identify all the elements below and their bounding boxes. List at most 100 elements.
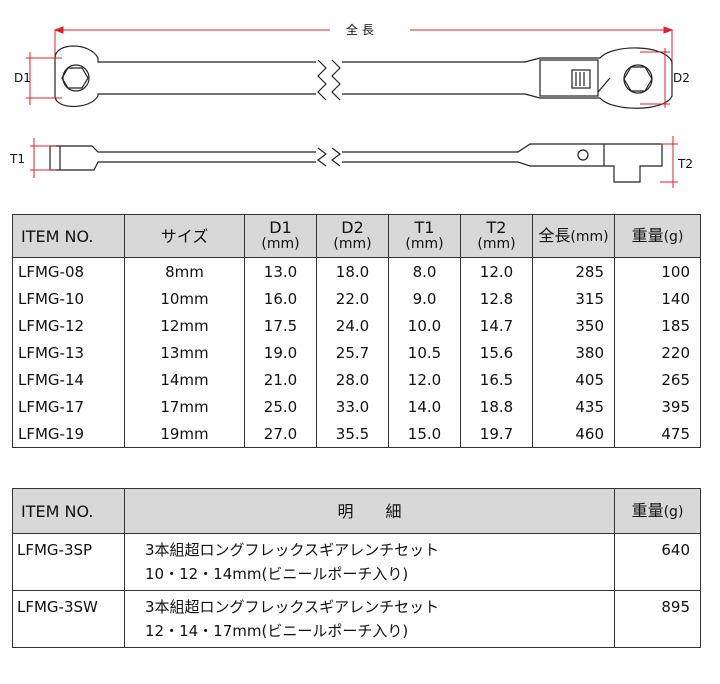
set-table: ITEM NO. 明 細 重量(g) LFMG-3SP 3本組超ロングフレックス… xyxy=(12,488,701,648)
cell-size: 13mm xyxy=(124,339,245,366)
cell-d1: 19.0 xyxy=(244,339,317,366)
d2-dimension xyxy=(640,48,670,108)
cell-t1: 14.0 xyxy=(388,393,461,420)
cell-size: 19mm xyxy=(124,420,245,448)
spec-table: ITEM NO. サイズ D1(mm) D2(mm) T1(mm) T2(mm)… xyxy=(12,214,701,448)
col-d2-label: D2 xyxy=(341,218,364,237)
set-header-row: ITEM NO. 明 細 重量(g) xyxy=(12,488,701,534)
cell-length: 350 xyxy=(532,312,615,339)
cell-size: 17mm xyxy=(124,393,245,420)
wrench-side-view xyxy=(49,143,663,183)
cell-d2: 22.0 xyxy=(316,285,389,312)
cell-weight: 185 xyxy=(614,312,701,339)
length-dimension xyxy=(53,26,674,62)
col-d2: D2(mm) xyxy=(316,214,389,258)
col-length-label: 全長 xyxy=(538,225,571,245)
t2-label: T2 xyxy=(677,157,693,171)
wrench-diagram: 全 長 D1 D2 xyxy=(9,22,693,188)
col-t1: T1(mm) xyxy=(388,214,461,258)
cell-size: 14mm xyxy=(124,366,245,393)
cell-t1: 12.0 xyxy=(388,366,461,393)
cell-t1: 10.0 xyxy=(388,312,461,339)
cell-d2: 18.0 xyxy=(316,257,389,285)
col-detail: 明 細 xyxy=(124,488,615,534)
cell-t2: 16.5 xyxy=(460,366,533,393)
cell-weight: 395 xyxy=(614,393,701,420)
cell-d2: 28.0 xyxy=(316,366,389,393)
col-t2: T2(mm) xyxy=(460,214,533,258)
col-t1-unit: (mm) xyxy=(405,236,444,252)
detail-line-2: 12・14・17mm(ビニールポーチ入り) xyxy=(145,622,409,640)
cell-t2: 14.7 xyxy=(460,312,533,339)
cell-t2: 12.0 xyxy=(460,257,533,285)
length-label: 全 長 xyxy=(346,22,374,37)
cell-size: 10mm xyxy=(124,285,245,312)
cell-length: 435 xyxy=(532,393,615,420)
cell-length: 315 xyxy=(532,285,615,312)
col-weight-unit: (g) xyxy=(663,228,684,245)
cell-weight: 475 xyxy=(614,420,701,448)
col-d1: D1(mm) xyxy=(244,214,317,258)
cell-weight: 140 xyxy=(614,285,701,312)
col-t2-label: T2 xyxy=(486,218,507,237)
cell-weight: 220 xyxy=(614,339,701,366)
wrench-top-view xyxy=(54,45,673,109)
detail-line-1: 3本組超ロングフレックスギアレンチセット xyxy=(145,598,440,616)
col-item-no: ITEM NO. xyxy=(12,488,125,534)
cell-item: LFMG-08 xyxy=(12,257,125,285)
col-weight: 重量(g) xyxy=(614,488,701,534)
col-weight-label: 重量 xyxy=(631,225,664,245)
detail-line-2: 10・12・14mm(ビニールポーチ入り) xyxy=(145,565,409,583)
cell-t1: 10.5 xyxy=(388,339,461,366)
cell-size: 8mm xyxy=(124,257,245,285)
cell-d2: 25.7 xyxy=(316,339,389,366)
cell-detail: 3本組超ロングフレックスギアレンチセット 12・14・17mm(ビニールポーチ入り… xyxy=(124,590,615,648)
col-t1-label: T1 xyxy=(414,218,435,237)
spec-header-row: ITEM NO. サイズ D1(mm) D2(mm) T1(mm) T2(mm)… xyxy=(12,214,701,258)
cell-weight: 640 xyxy=(614,533,701,591)
cell-t2: 12.8 xyxy=(460,285,533,312)
t1-label: T1 xyxy=(9,152,25,166)
col-weight-label: 重量 xyxy=(631,500,664,520)
cell-size: 12mm xyxy=(124,312,245,339)
cell-length: 460 xyxy=(532,420,615,448)
col-size: サイズ xyxy=(124,214,245,258)
cell-weight: 100 xyxy=(614,257,701,285)
col-weight-unit: (g) xyxy=(663,503,684,520)
col-item-no: ITEM NO. xyxy=(12,214,125,258)
cell-d1: 21.0 xyxy=(244,366,317,393)
cell-length: 380 xyxy=(532,339,615,366)
col-length: 全長(mm) xyxy=(532,214,615,258)
col-d2-unit: (mm) xyxy=(333,236,372,252)
col-t2-unit: (mm) xyxy=(477,236,516,252)
cell-item: LFMG-14 xyxy=(12,366,125,393)
cell-t1: 8.0 xyxy=(388,257,461,285)
break-mark-side xyxy=(316,144,342,170)
cell-item: LFMG-10 xyxy=(12,285,125,312)
d1-dimension xyxy=(26,52,62,105)
cell-t2: 19.7 xyxy=(460,420,533,448)
cell-d1: 27.0 xyxy=(244,420,317,448)
t2-dimension xyxy=(660,136,678,188)
cell-length: 405 xyxy=(532,366,615,393)
cell-item: LFMG-12 xyxy=(12,312,125,339)
cell-length: 285 xyxy=(532,257,615,285)
d1-label: D1 xyxy=(14,71,31,85)
d2-label: D2 xyxy=(673,71,690,85)
break-mark-top xyxy=(316,56,342,101)
t1-dimension xyxy=(30,138,56,178)
cell-t1: 9.0 xyxy=(388,285,461,312)
cell-item: LFMG-17 xyxy=(12,393,125,420)
cell-d1: 17.5 xyxy=(244,312,317,339)
cell-d2: 35.5 xyxy=(316,420,389,448)
cell-d1: 13.0 xyxy=(244,257,317,285)
